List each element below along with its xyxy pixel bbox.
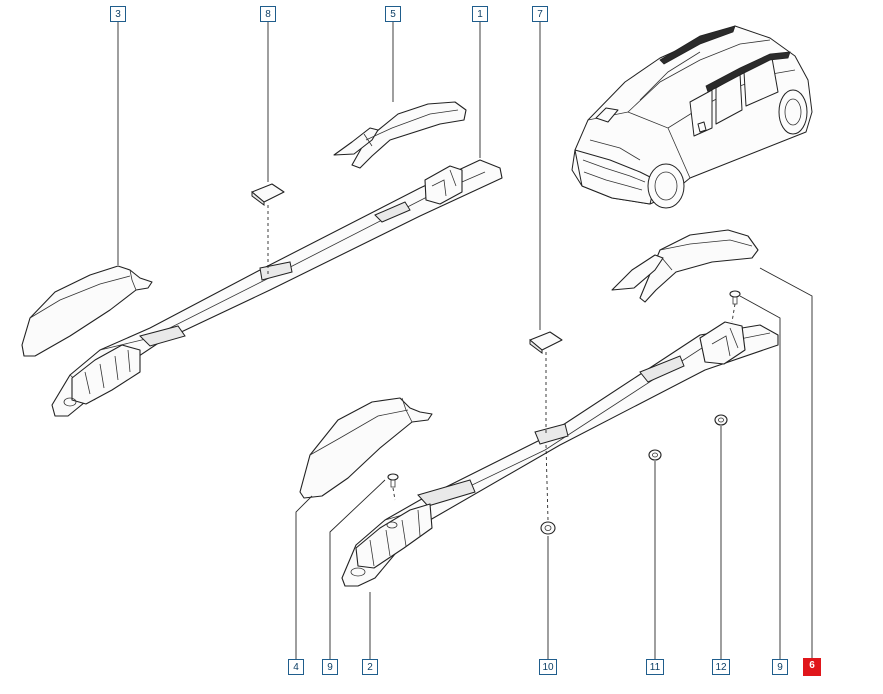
- callout-5[interactable]: 5: [385, 6, 401, 22]
- callout-2[interactable]: 2: [362, 659, 378, 675]
- callout-7[interactable]: 7: [532, 6, 548, 22]
- car-illustration: [571, 25, 813, 209]
- callout-11[interactable]: 11: [646, 659, 664, 675]
- part-12-nut[interactable]: [714, 414, 728, 426]
- callout-9-right[interactable]: 9: [772, 659, 788, 675]
- callout-12[interactable]: 12: [712, 659, 730, 675]
- part-6-end-cap[interactable]: [611, 229, 759, 303]
- part-9-screw-upper[interactable]: [729, 290, 741, 305]
- callout-10[interactable]: 10: [539, 659, 557, 675]
- part-4-end-cap[interactable]: [299, 397, 433, 499]
- callout-6-selected[interactable]: 6: [803, 658, 821, 676]
- part-3-end-cap[interactable]: [21, 265, 153, 357]
- part-9-screw-lower[interactable]: [387, 473, 399, 488]
- callout-3[interactable]: 3: [110, 6, 126, 22]
- part-5-end-cap[interactable]: [333, 101, 467, 169]
- callout-9-left[interactable]: 9: [322, 659, 338, 675]
- part-11-nut[interactable]: [648, 449, 662, 461]
- part-8-clip[interactable]: [251, 183, 285, 206]
- part-2-roof-rail[interactable]: [341, 321, 779, 587]
- callout-4[interactable]: 4: [288, 659, 304, 675]
- callout-8[interactable]: 8: [260, 6, 276, 22]
- leader-lines: [117, 22, 813, 660]
- part-7-clip[interactable]: [529, 331, 563, 354]
- part-10-nut[interactable]: [540, 521, 556, 535]
- callout-1[interactable]: 1: [472, 6, 488, 22]
